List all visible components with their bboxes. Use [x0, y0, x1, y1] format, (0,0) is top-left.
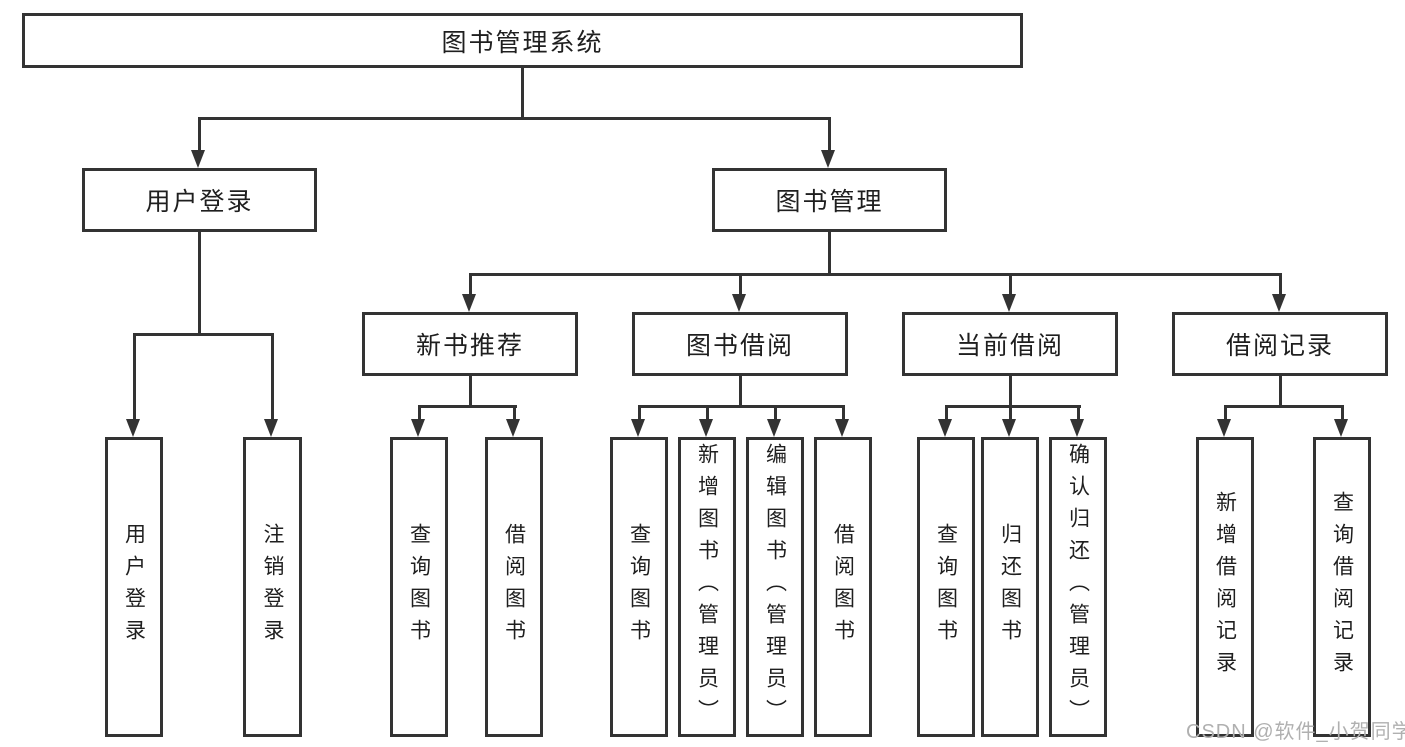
node-root-label: 图书管理系统 — [441, 28, 604, 57]
connector-line — [1224, 405, 1227, 419]
arrowhead-down-icon — [1002, 419, 1016, 437]
node-new-book-recommend-label: 新书推荐 — [415, 332, 524, 360]
connector-line — [271, 333, 274, 419]
leaf-user-login-label: 用户登录 — [122, 523, 146, 651]
connector-line — [1009, 405, 1012, 419]
node-user-login-label: 用户登录 — [145, 188, 254, 216]
node-current-borrow: 当前借阅 — [902, 312, 1118, 376]
node-book-management: 图书管理 — [712, 168, 947, 232]
connector-line — [638, 405, 845, 408]
connector-line — [945, 405, 1081, 408]
connector-line — [521, 68, 524, 118]
connector-line — [1009, 376, 1012, 408]
node-book-management-label: 图书管理 — [775, 188, 884, 216]
node-user-login: 用户登录 — [82, 168, 317, 232]
connector-line — [1224, 405, 1343, 408]
leaf-rec-query-books-label: 查询图书 — [407, 523, 431, 651]
arrowhead-down-icon — [767, 419, 781, 437]
connector-line — [418, 405, 517, 408]
leaf-logout-label: 注销登录 — [261, 523, 284, 651]
connector-line — [198, 232, 201, 336]
node-new-book-recommend: 新书推荐 — [362, 312, 578, 376]
node-borrow-records-label: 借阅记录 — [1225, 332, 1334, 360]
arrowhead-down-icon — [835, 419, 849, 437]
connector-line — [1009, 273, 1012, 294]
connector-line — [638, 405, 641, 419]
connector-line — [198, 117, 831, 120]
arrowhead-down-icon — [631, 419, 645, 437]
connector-line — [1279, 273, 1282, 294]
leaf-edit-books-admin-label: 编辑图书（管理员） — [763, 443, 787, 731]
leaf-borrow-books-label: 借阅图书 — [831, 523, 855, 651]
connector-line — [469, 376, 472, 408]
leaf-borrow-query-books-label: 查询图书 — [627, 523, 651, 651]
node-current-borrow-label: 当前借阅 — [955, 332, 1064, 360]
connector-line — [1077, 405, 1080, 419]
connector-line — [1341, 405, 1344, 419]
connector-line — [739, 376, 742, 408]
leaf-rec-borrow-books-label: 借阅图书 — [502, 523, 526, 651]
leaf-add-borrow-record-label: 新增借阅记录 — [1213, 491, 1237, 683]
leaf-logout: 注销登录 — [243, 437, 302, 737]
arrowhead-down-icon — [506, 419, 520, 437]
arrowhead-down-icon — [1217, 419, 1231, 437]
leaf-add-books-admin: 新增图书（管理员） — [678, 437, 736, 737]
leaf-query-borrow-record-label: 查询借阅记录 — [1330, 491, 1354, 683]
connector-line — [133, 333, 136, 419]
arrowhead-down-icon — [732, 294, 746, 312]
connector-line — [198, 117, 201, 151]
connector-line — [133, 333, 274, 336]
arrowhead-down-icon — [938, 419, 952, 437]
connector-line — [842, 405, 845, 419]
leaf-confirm-return-admin-label: 确认归还（管理员） — [1066, 443, 1090, 731]
leaf-borrow-books: 借阅图书 — [814, 437, 872, 737]
leaf-edit-books-admin: 编辑图书（管理员） — [746, 437, 804, 737]
csdn-watermark: CSDN @软件_小贺同学 — [1186, 721, 1405, 743]
arrowhead-down-icon — [1334, 419, 1348, 437]
arrowhead-down-icon — [191, 150, 205, 168]
leaf-user-login: 用户登录 — [105, 437, 163, 737]
node-book-borrow: 图书借阅 — [632, 312, 848, 376]
node-book-borrow-label: 图书借阅 — [685, 332, 794, 360]
leaf-current-query-books-label: 查询图书 — [934, 523, 958, 651]
connector-line — [418, 405, 421, 419]
connector-line — [774, 405, 777, 419]
leaf-return-books: 归还图书 — [981, 437, 1039, 737]
arrowhead-down-icon — [1070, 419, 1084, 437]
leaf-add-borrow-record: 新增借阅记录 — [1196, 437, 1254, 737]
leaf-return-books-label: 归还图书 — [998, 523, 1022, 651]
leaf-current-query-books: 查询图书 — [917, 437, 975, 737]
connector-line — [513, 405, 516, 419]
leaf-rec-query-books: 查询图书 — [390, 437, 448, 737]
connector-line — [739, 273, 742, 294]
connector-line — [828, 117, 831, 151]
connector-line — [469, 273, 1282, 276]
arrowhead-down-icon — [126, 419, 140, 437]
leaf-confirm-return-admin: 确认归还（管理员） — [1049, 437, 1107, 737]
arrowhead-down-icon — [264, 419, 278, 437]
arrowhead-down-icon — [1002, 294, 1016, 312]
node-borrow-records: 借阅记录 — [1172, 312, 1388, 376]
arrowhead-down-icon — [699, 419, 713, 437]
leaf-add-books-admin-label: 新增图书（管理员） — [695, 443, 719, 731]
arrowhead-down-icon — [1272, 294, 1286, 312]
connector-line — [945, 405, 948, 419]
leaf-borrow-query-books: 查询图书 — [610, 437, 668, 737]
arrowhead-down-icon — [462, 294, 476, 312]
arrowhead-down-icon — [411, 419, 425, 437]
connector-line — [706, 405, 709, 419]
arrowhead-down-icon — [821, 150, 835, 168]
node-root: 图书管理系统 — [22, 13, 1023, 68]
connector-line — [828, 232, 831, 276]
connector-line — [1279, 376, 1282, 408]
leaf-query-borrow-record: 查询借阅记录 — [1313, 437, 1371, 737]
leaf-rec-borrow-books: 借阅图书 — [485, 437, 543, 737]
connector-line — [469, 273, 472, 294]
